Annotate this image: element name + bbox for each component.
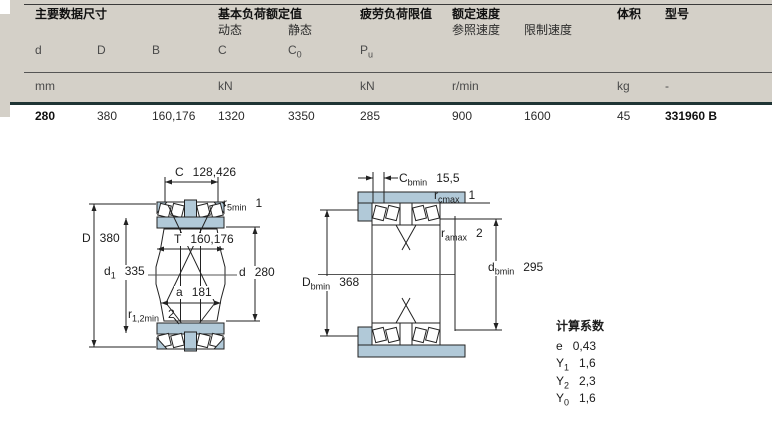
symbol-C0: C0 xyxy=(288,43,302,60)
unit-designation: - xyxy=(665,79,669,93)
cell-outer-diameter: 380 xyxy=(97,109,118,123)
cell-limiting-speed: 1600 xyxy=(524,109,551,123)
symbol-D: D xyxy=(97,43,106,57)
unit-fatigue: kN xyxy=(360,79,375,93)
symbol-B: B xyxy=(152,43,161,57)
cell-mass: 45 xyxy=(617,109,631,123)
cell-bore-diameter: 280 xyxy=(35,109,56,123)
unit-mass: kg xyxy=(617,79,630,93)
symbol-d: d xyxy=(35,43,42,57)
cell-dynamic-load: 1320 xyxy=(218,109,245,123)
table-left-edge xyxy=(0,14,10,117)
unit-dimensions: mm xyxy=(35,79,55,93)
bearing-drawings xyxy=(89,172,502,358)
col-group-designation: 型号 xyxy=(665,7,690,21)
symbol-Pu: Pu xyxy=(360,43,374,60)
calculation-factors-title: 计算系数 xyxy=(556,319,605,333)
symbol-C: C xyxy=(218,43,227,57)
col-group-fatigue-limit: 疲劳负荷限值 xyxy=(360,7,433,21)
table-header-background xyxy=(10,0,772,102)
cell-fatigue-limit: 285 xyxy=(360,109,381,123)
col-sub-static: 静态 xyxy=(288,23,313,37)
table-thick-rule xyxy=(10,102,772,105)
col-sub-reference: 参照速度 xyxy=(452,23,501,37)
unit-load: kN xyxy=(218,79,233,93)
unit-speed: r/min xyxy=(452,79,479,93)
col-group-load-ratings: 基本负荷额定值 xyxy=(218,7,303,21)
col-group-main-dimensions: 主要数据尺寸 xyxy=(35,7,108,21)
cell-width: 160,176 xyxy=(152,109,196,123)
cell-reference-speed: 900 xyxy=(452,109,473,123)
table-top-rule xyxy=(24,4,772,5)
col-group-rated-speeds: 额定速度 xyxy=(452,7,501,21)
cell-designation: 331960 B xyxy=(665,109,718,123)
col-group-mass: 体积 xyxy=(617,7,642,21)
right-mounting-drawing xyxy=(318,172,502,358)
col-sub-limiting: 限制速度 xyxy=(524,23,573,37)
table-mid-rule xyxy=(24,72,772,73)
col-sub-dynamic: 动态 xyxy=(218,23,243,37)
cell-static-load: 3350 xyxy=(288,109,315,123)
